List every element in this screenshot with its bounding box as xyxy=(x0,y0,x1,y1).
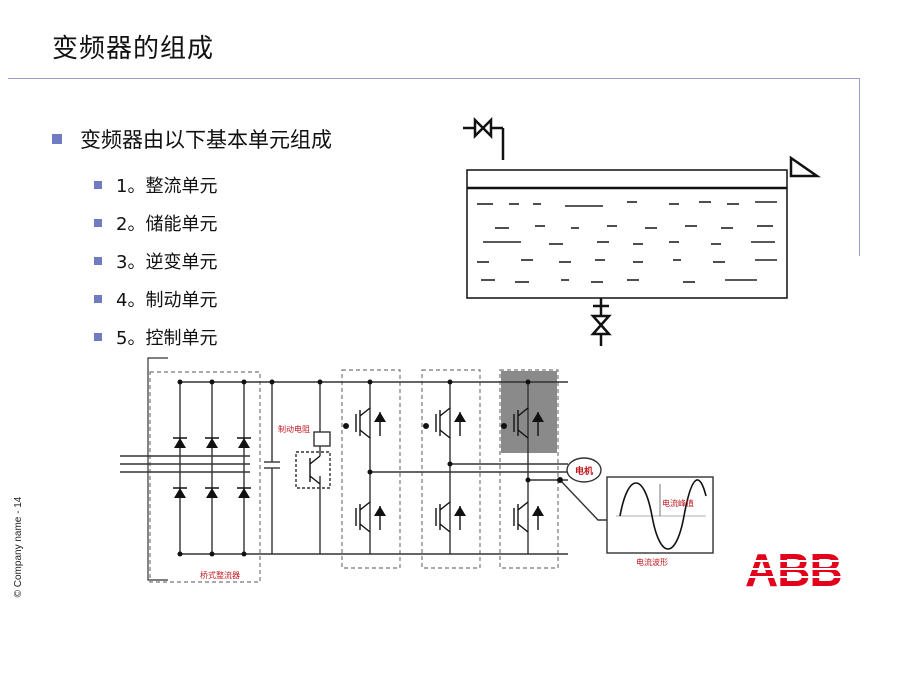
list-item: 1。整流单元 xyxy=(94,166,217,204)
sub-bullet-text: 3。逆变单元 xyxy=(116,252,218,273)
main-bullet: 变频器由以下基本单元组成 xyxy=(52,124,332,154)
title-divider xyxy=(8,78,859,79)
sub-bullet-list: 1。整流单元 2。储能单元 3。逆变单元 4。制动单元 5。控制单元 xyxy=(94,166,217,356)
motor-label: 电机 xyxy=(575,465,593,477)
sub-bullet-text: 4。制动单元 xyxy=(116,290,218,311)
waveform-label: 电流波形 xyxy=(636,557,668,567)
motor-symbol xyxy=(566,457,602,483)
waveform-box: 电流峰值 电流波形 xyxy=(606,476,714,567)
sub-bullet-text: 5。控制单元 xyxy=(116,328,218,349)
footer-page-number: © Company name - 14 xyxy=(13,496,24,598)
brake-resistor-label: 制动电阻 xyxy=(278,424,310,434)
bullet-square-icon xyxy=(52,134,62,144)
bullet-square-icon xyxy=(94,257,102,265)
abb-logo: ABB xyxy=(745,546,863,590)
list-item: 4。制动单元 xyxy=(94,280,217,318)
list-item: 5。控制单元 xyxy=(94,318,217,356)
vfd-circuit-diagram: 电机 制动电阻 桥式整流器 xyxy=(120,357,608,583)
main-bullet-text: 变频器由以下基本单元组成 xyxy=(80,128,332,152)
shaded-igbt-block xyxy=(501,371,557,453)
tank-illustration xyxy=(463,116,822,346)
peak-label: 电流峰值 xyxy=(662,498,694,508)
sub-bullet-text: 1。整流单元 xyxy=(116,176,218,197)
bullet-square-icon xyxy=(94,295,102,303)
sub-bullet-text: 2。储能单元 xyxy=(116,214,218,235)
list-item: 2。储能单元 xyxy=(94,204,217,242)
bullet-square-icon xyxy=(94,219,102,227)
list-item: 3。逆变单元 xyxy=(94,242,217,280)
bullet-square-icon xyxy=(94,181,102,189)
right-divider xyxy=(859,78,860,256)
page-title: 变频器的组成 xyxy=(52,34,215,64)
bullet-square-icon xyxy=(94,333,102,341)
rectifier-label: 桥式整流器 xyxy=(200,570,240,580)
